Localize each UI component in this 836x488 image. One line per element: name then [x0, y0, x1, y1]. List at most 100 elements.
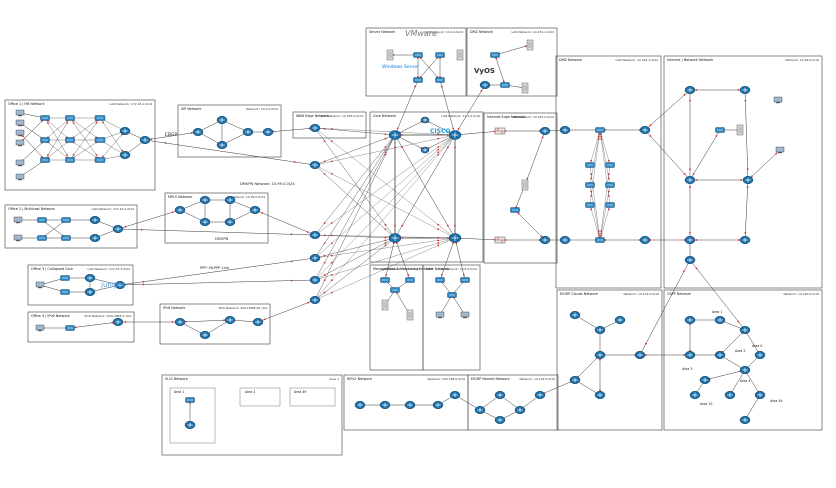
switch-icon[interactable]: [585, 202, 595, 208]
pc-icon[interactable]: [13, 234, 23, 242]
router-icon[interactable]: [404, 401, 416, 409]
switch-icon[interactable]: [490, 52, 500, 58]
router-icon[interactable]: [139, 136, 151, 144]
router-icon[interactable]: [714, 351, 726, 359]
pc-icon[interactable]: [15, 139, 25, 147]
router-icon[interactable]: [309, 296, 321, 304]
switch-icon[interactable]: [40, 137, 50, 143]
router-icon[interactable]: [494, 416, 506, 424]
router-icon[interactable]: [739, 236, 751, 244]
router-icon[interactable]: [739, 416, 751, 424]
router-icon[interactable]: [174, 206, 186, 214]
router-icon[interactable]: [84, 288, 96, 296]
router-icon[interactable]: [699, 376, 711, 384]
switch-icon[interactable]: [595, 127, 605, 133]
router-icon[interactable]: [494, 391, 506, 399]
router-icon[interactable]: [242, 128, 254, 136]
router-icon[interactable]: [448, 130, 462, 140]
router-icon[interactable]: [379, 401, 391, 409]
router-icon[interactable]: [119, 127, 131, 135]
router-icon[interactable]: [639, 236, 651, 244]
router-icon[interactable]: [448, 233, 462, 243]
router-icon[interactable]: [684, 351, 696, 359]
pc-icon[interactable]: [13, 216, 23, 224]
server-icon[interactable]: [521, 82, 529, 94]
server-icon[interactable]: [406, 309, 414, 321]
router-icon[interactable]: [559, 126, 571, 134]
pc-icon[interactable]: [773, 96, 783, 104]
switch-icon[interactable]: [60, 275, 70, 281]
router-icon[interactable]: [479, 81, 491, 89]
router-icon[interactable]: [689, 391, 701, 399]
router-icon[interactable]: [309, 276, 321, 284]
router-icon[interactable]: [262, 128, 274, 136]
pc-icon[interactable]: [775, 146, 785, 154]
switch-icon[interactable]: [390, 287, 400, 293]
router-icon[interactable]: [420, 116, 430, 124]
router-icon[interactable]: [224, 218, 236, 226]
server-icon[interactable]: [521, 179, 529, 191]
switch-icon[interactable]: [605, 202, 615, 208]
router-icon[interactable]: [224, 316, 236, 324]
router-icon[interactable]: [199, 196, 211, 204]
server-icon[interactable]: [736, 124, 744, 136]
router-icon[interactable]: [192, 128, 204, 136]
router-icon[interactable]: [594, 326, 606, 334]
pc-icon[interactable]: [15, 129, 25, 137]
router-icon[interactable]: [474, 406, 486, 414]
switch-icon[interactable]: [500, 82, 510, 88]
router-icon[interactable]: [754, 351, 766, 359]
switch-icon[interactable]: [435, 52, 445, 58]
switch-icon[interactable]: [37, 217, 47, 223]
switch-icon[interactable]: [40, 157, 50, 163]
router-icon[interactable]: [309, 161, 321, 169]
router-icon[interactable]: [714, 316, 726, 324]
router-icon[interactable]: [89, 234, 101, 242]
router-icon[interactable]: [216, 116, 228, 124]
pc-icon[interactable]: [435, 311, 445, 319]
switch-icon[interactable]: [61, 235, 71, 241]
router-icon[interactable]: [388, 233, 402, 243]
server-icon[interactable]: [456, 49, 464, 61]
switch-icon[interactable]: [65, 325, 75, 331]
router-icon[interactable]: [514, 406, 526, 414]
router-icon[interactable]: [739, 366, 751, 374]
switch-icon[interactable]: [185, 397, 195, 403]
router-icon[interactable]: [684, 86, 696, 94]
router-icon[interactable]: [114, 281, 126, 289]
switch-icon[interactable]: [94, 137, 106, 143]
router-icon[interactable]: [739, 86, 751, 94]
switch-icon[interactable]: [380, 277, 390, 283]
router-icon[interactable]: [559, 236, 571, 244]
router-icon[interactable]: [252, 318, 264, 326]
router-icon[interactable]: [309, 124, 321, 132]
switch-icon[interactable]: [94, 157, 106, 163]
router-icon[interactable]: [569, 376, 581, 384]
switch-icon[interactable]: [65, 157, 75, 163]
router-icon[interactable]: [199, 331, 211, 339]
router-icon[interactable]: [739, 326, 751, 334]
switch-icon[interactable]: [435, 77, 445, 83]
router-icon[interactable]: [684, 256, 696, 264]
switch-icon[interactable]: [37, 235, 47, 241]
router-icon[interactable]: [420, 146, 430, 154]
switch-icon[interactable]: [65, 137, 75, 143]
router-icon[interactable]: [569, 311, 581, 319]
firewall-icon[interactable]: [494, 127, 506, 135]
switch-icon[interactable]: [405, 277, 415, 283]
switch-icon[interactable]: [585, 182, 595, 188]
switch-icon[interactable]: [413, 52, 423, 58]
pc-icon[interactable]: [35, 281, 45, 289]
pc-icon[interactable]: [15, 159, 25, 167]
router-icon[interactable]: [534, 391, 546, 399]
pc-icon[interactable]: [15, 109, 25, 117]
switch-icon[interactable]: [447, 292, 457, 298]
router-icon[interactable]: [539, 127, 551, 135]
switch-icon[interactable]: [510, 207, 520, 213]
server-icon[interactable]: [526, 39, 534, 51]
router-icon[interactable]: [432, 401, 444, 409]
switch-icon[interactable]: [715, 127, 725, 133]
router-icon[interactable]: [614, 316, 626, 324]
router-icon[interactable]: [174, 318, 186, 326]
pc-icon[interactable]: [15, 119, 25, 127]
